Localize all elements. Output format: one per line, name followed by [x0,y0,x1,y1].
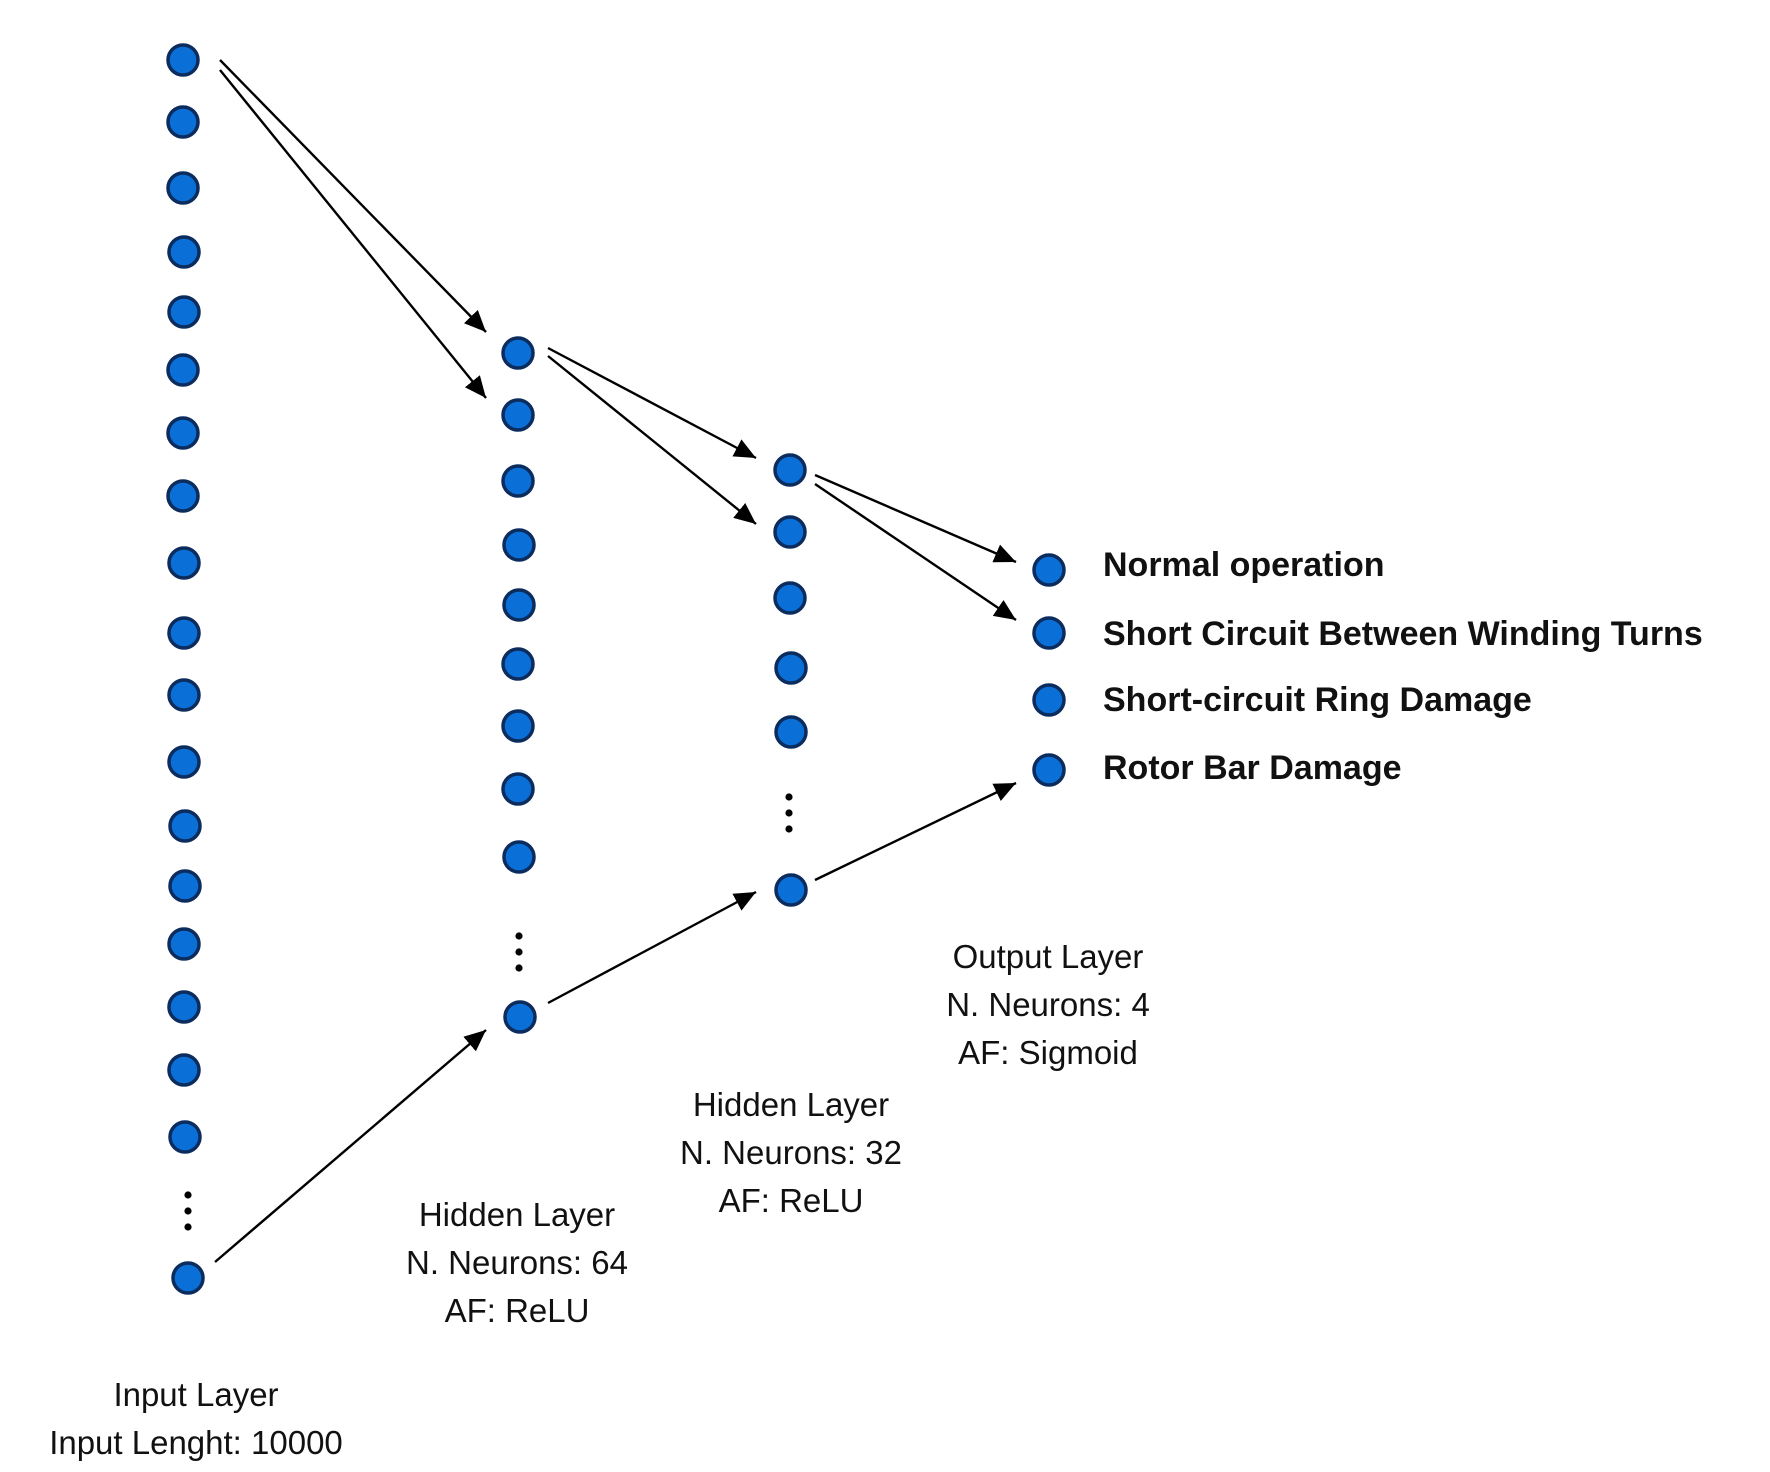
hidden-layer-2-neurons [773,453,808,907]
input-neuron [166,416,200,450]
input-neuron [167,745,201,779]
input-neuron [168,869,202,903]
hidden2-neuron [774,873,808,907]
input-neuron [167,678,201,712]
hidden1-neuron [501,336,535,370]
hidden2-title: Hidden Layer [693,1086,889,1123]
hidden-layer-1-caption: Hidden Layer N. Neurons: 64 AF: ReLU [406,1196,628,1329]
input-neuron [171,1261,205,1295]
hidden2-neuron [773,581,807,615]
input-neuron [166,43,200,77]
arrow-input-to-hidden1-top [219,59,487,333]
output-class-labels: Normal operation Short Circuit Between W… [1103,546,1703,787]
arrow-hidden2-to-output-bottom [814,781,1017,882]
arrow-hidden1-to-hidden2-second [547,355,757,525]
class-label: Rotor Bar Damage [1103,749,1402,787]
hidden2-neuron [774,715,808,749]
hidden-layer-1-ellipsis [515,932,523,972]
output-neurons: N. Neurons: 4 [946,986,1150,1023]
hidden-layer-1-neurons [501,336,537,1034]
hidden1-neuron [501,398,535,432]
hidden-layer-2-ellipsis [785,793,793,833]
hidden1-neuron [502,840,536,874]
hidden1-neuron [501,647,535,681]
class-label: Normal operation [1103,546,1384,584]
arrow-hidden1-to-hidden2-top [547,346,757,460]
input-layer-ellipsis [184,1191,192,1231]
input-neuron [166,171,200,205]
input-neuron [167,1053,201,1087]
input-neuron [167,616,201,650]
output-title: Output Layer [953,938,1144,975]
input-layer-neurons [166,43,205,1295]
connections [214,59,1017,1263]
input-neuron [167,546,201,580]
hidden1-title: Hidden Layer [419,1196,615,1233]
output-neuron-winding-short [1032,616,1066,650]
output-layer-caption: Output Layer N. Neurons: 4 AF: Sigmoid [946,938,1150,1071]
input-neuron [167,990,201,1024]
hidden2-neuron [774,651,808,685]
input-layer-caption: Input Layer Input Lenght: 10000 [49,1376,343,1461]
hidden2-neuron [773,453,807,487]
hidden1-neuron [502,588,536,622]
input-neuron [167,235,201,269]
hidden2-neuron [773,515,807,549]
input-neuron [167,295,201,329]
input-layer-length: Input Lenght: 10000 [49,1424,343,1461]
input-layer-title: Input Layer [113,1376,278,1413]
input-neuron [166,479,200,513]
arrow-hidden1-to-hidden2-bottom [547,890,757,1005]
input-neuron [168,809,202,843]
input-neuron [166,353,200,387]
hidden1-neuron [501,772,535,806]
hidden1-neuron [501,709,535,743]
input-neuron [168,1120,202,1154]
class-label: Short-circuit Ring Damage [1103,681,1532,719]
output-neuron-rotor-bar [1032,753,1066,787]
hidden1-neuron [503,1000,537,1034]
arrow-hidden2-to-output-second [814,483,1017,621]
arrow-input-to-hidden1-second [219,69,487,399]
hidden-layer-2-caption: Hidden Layer N. Neurons: 32 AF: ReLU [680,1086,902,1219]
hidden1-neuron [501,464,535,498]
input-neuron [166,105,200,139]
class-label: Short Circuit Between Winding Turns [1103,615,1703,653]
hidden1-neurons: N. Neurons: 64 [406,1244,628,1281]
arrow-hidden2-to-output-top [814,473,1017,564]
output-layer-neurons [1032,553,1066,787]
hidden2-activation: AF: ReLU [719,1182,864,1219]
output-neuron-normal [1032,553,1066,587]
output-activation: AF: Sigmoid [958,1034,1138,1071]
hidden2-neurons: N. Neurons: 32 [680,1134,902,1171]
output-neuron-ring-damage [1032,683,1066,717]
arrow-input-to-hidden1-bottom [214,1029,487,1263]
hidden1-activation: AF: ReLU [445,1292,590,1329]
hidden1-neuron [502,528,536,562]
input-neuron [167,927,201,961]
